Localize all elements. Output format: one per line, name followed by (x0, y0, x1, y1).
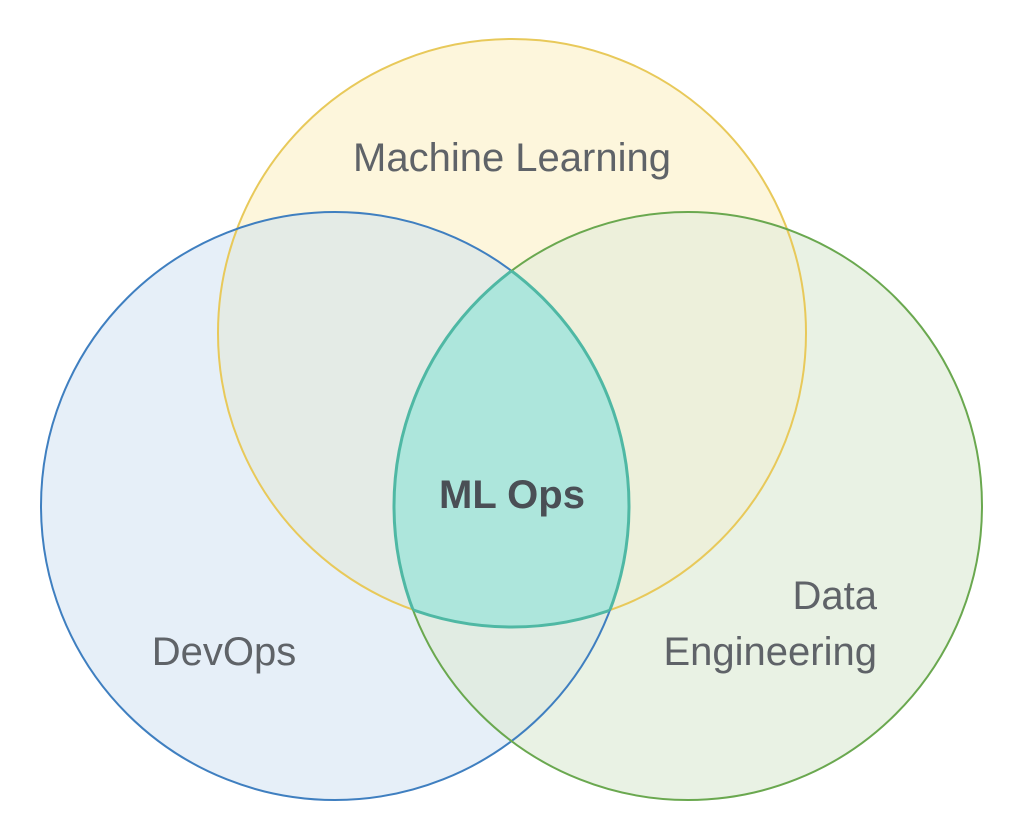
center-outline-left (394, 212, 631, 627)
ml-ops-label: ML Ops (439, 473, 585, 517)
data-engineering-label-line2: Engineering (664, 630, 878, 674)
center-outline-bottom (394, 212, 629, 629)
machine-learning-label: Machine Learning (353, 136, 671, 180)
center-outline-right (392, 212, 629, 627)
data-engineering-label-line1: Data (793, 574, 878, 618)
center-overlap (394, 212, 629, 627)
devops-label: DevOps (152, 630, 297, 674)
